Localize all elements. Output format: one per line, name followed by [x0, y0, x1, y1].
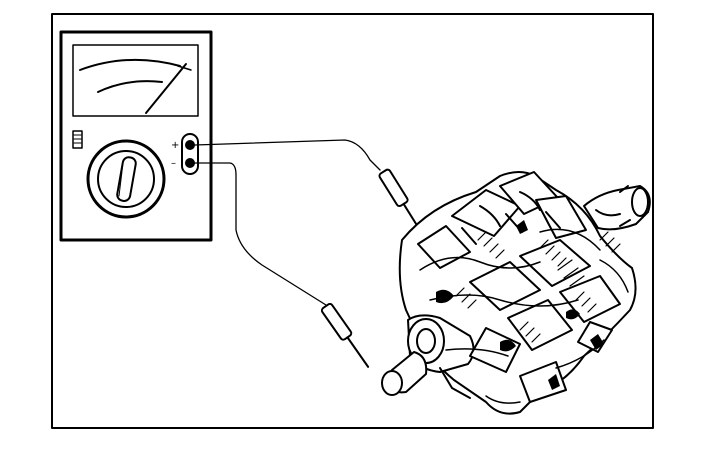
meter-case: [59, 30, 213, 242]
needle-icon: [145, 63, 187, 114]
alternator-rotor-icon: [381, 171, 651, 415]
winding-hatching: [455, 231, 621, 343]
negative-lead-wire: [194, 162, 327, 306]
knob-outer-ring: [86, 139, 166, 219]
negative-terminal-label: –: [171, 158, 176, 169]
needle-tip: [177, 65, 192, 71]
rotor-shaft-front: [381, 314, 475, 399]
knob-pointer: [116, 156, 137, 202]
positive-terminal-label: +: [171, 140, 179, 151]
figure-frame: [51, 13, 654, 429]
rotor-shaft-rear: [583, 185, 651, 231]
knob-inner-ring: [97, 150, 155, 208]
dial-window: [72, 44, 199, 117]
positive-terminal-jack: [185, 140, 195, 150]
negative-probe: [320, 302, 370, 368]
terminal-block: + –: [171, 133, 199, 175]
meter-dial: [72, 44, 199, 117]
battery-icon: [72, 130, 83, 149]
multimeter-icon: + –: [59, 30, 213, 242]
positive-lead-wire: [194, 139, 381, 171]
terminal-housing: [181, 133, 199, 175]
rotor-contour-lines: [419, 228, 629, 404]
rotor-shadow-accents: [436, 220, 604, 390]
test-leads: [194, 139, 424, 368]
negative-terminal-jack: [185, 158, 195, 168]
dial-scale-inner: [97, 80, 163, 93]
dial-scale-outer: [79, 58, 181, 71]
selector-knob-icon: [86, 139, 166, 219]
